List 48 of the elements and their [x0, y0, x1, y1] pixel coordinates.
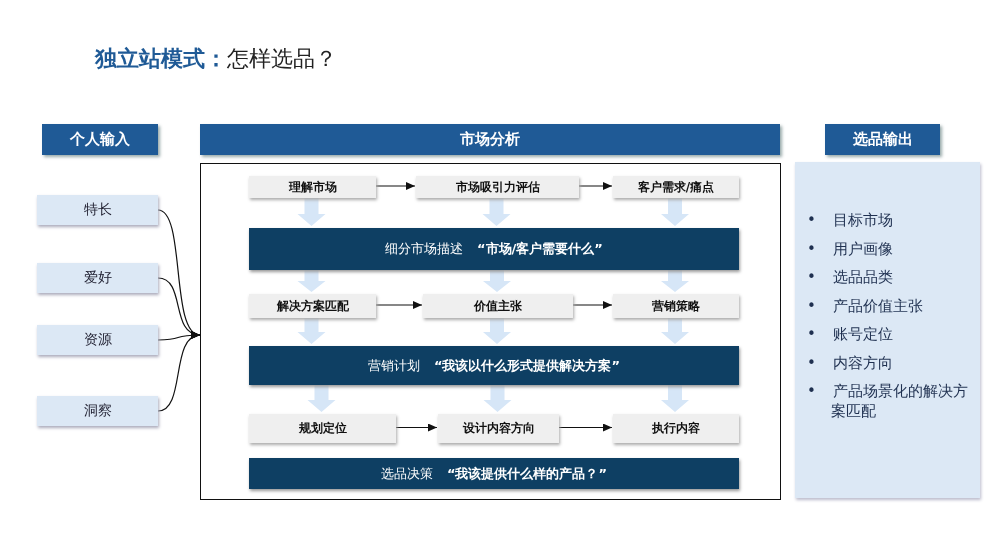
stage-bar [249, 346, 739, 385]
bullet-item: • 产品场景化的解决方案匹配 [807, 381, 969, 421]
stage-bar [249, 458, 739, 489]
block-arrow [661, 270, 689, 292]
stage-question: “我该以什么形式提供解决方案” [433, 356, 621, 375]
input-box: 爱好 [37, 263, 158, 293]
section-header: 选品输出 [825, 124, 940, 155]
stage-label: 细分市场描述 [385, 240, 464, 258]
bullet-item: • 产品价值主张 [807, 295, 924, 316]
block-arrow [297, 198, 326, 226]
bullet-item: • 内容方向 [807, 352, 894, 373]
bullet-item: • 目标市场 [807, 210, 894, 230]
bullet-item: • 账号定位 [807, 324, 894, 344]
block-arrow [297, 270, 326, 292]
block-arrow [483, 385, 512, 412]
input-box: 资源 [37, 325, 158, 355]
block-arrow [661, 318, 689, 344]
block-arrow [661, 198, 689, 226]
process-box: 客户需求/痛点 [613, 176, 739, 198]
block-arrow [482, 198, 511, 226]
input-box: 特长 [37, 195, 158, 225]
section-header: 个人输入 [42, 124, 158, 155]
process-box: 理解市场 [249, 176, 376, 198]
process-box: 市场吸引力评估 [416, 176, 579, 198]
analysis-frame [200, 163, 781, 500]
process-box: 营销策略 [613, 294, 739, 318]
bullet-item: • 选品品类 [807, 267, 894, 287]
stage-question: “我该提供什么样的产品？” [446, 464, 608, 483]
block-arrow [661, 385, 689, 412]
block-arrow [297, 318, 326, 344]
stage-bar [249, 228, 739, 270]
block-arrow [483, 270, 511, 292]
input-box: 洞察 [37, 396, 158, 426]
output-panel [795, 162, 980, 498]
bullet-item: • 用户画像 [807, 238, 894, 259]
stage-label: 选品决策 [380, 464, 433, 483]
block-arrow [307, 385, 336, 412]
arrow [157, 333, 201, 412]
stage-question: “市场/客户需要什么” [477, 240, 603, 258]
process-box: 价值主张 [423, 294, 573, 318]
process-box: 规划定位 [249, 414, 396, 443]
process-box: 执行内容 [613, 414, 739, 443]
block-arrow [483, 318, 511, 344]
process-box: 解决方案匹配 [249, 294, 376, 318]
stage-label: 营销计划 [367, 356, 420, 375]
page-title: 独立站模式：怎样选品？ [95, 45, 337, 73]
section-header: 市场分析 [200, 124, 780, 155]
process-box: 设计内容方向 [438, 414, 559, 443]
